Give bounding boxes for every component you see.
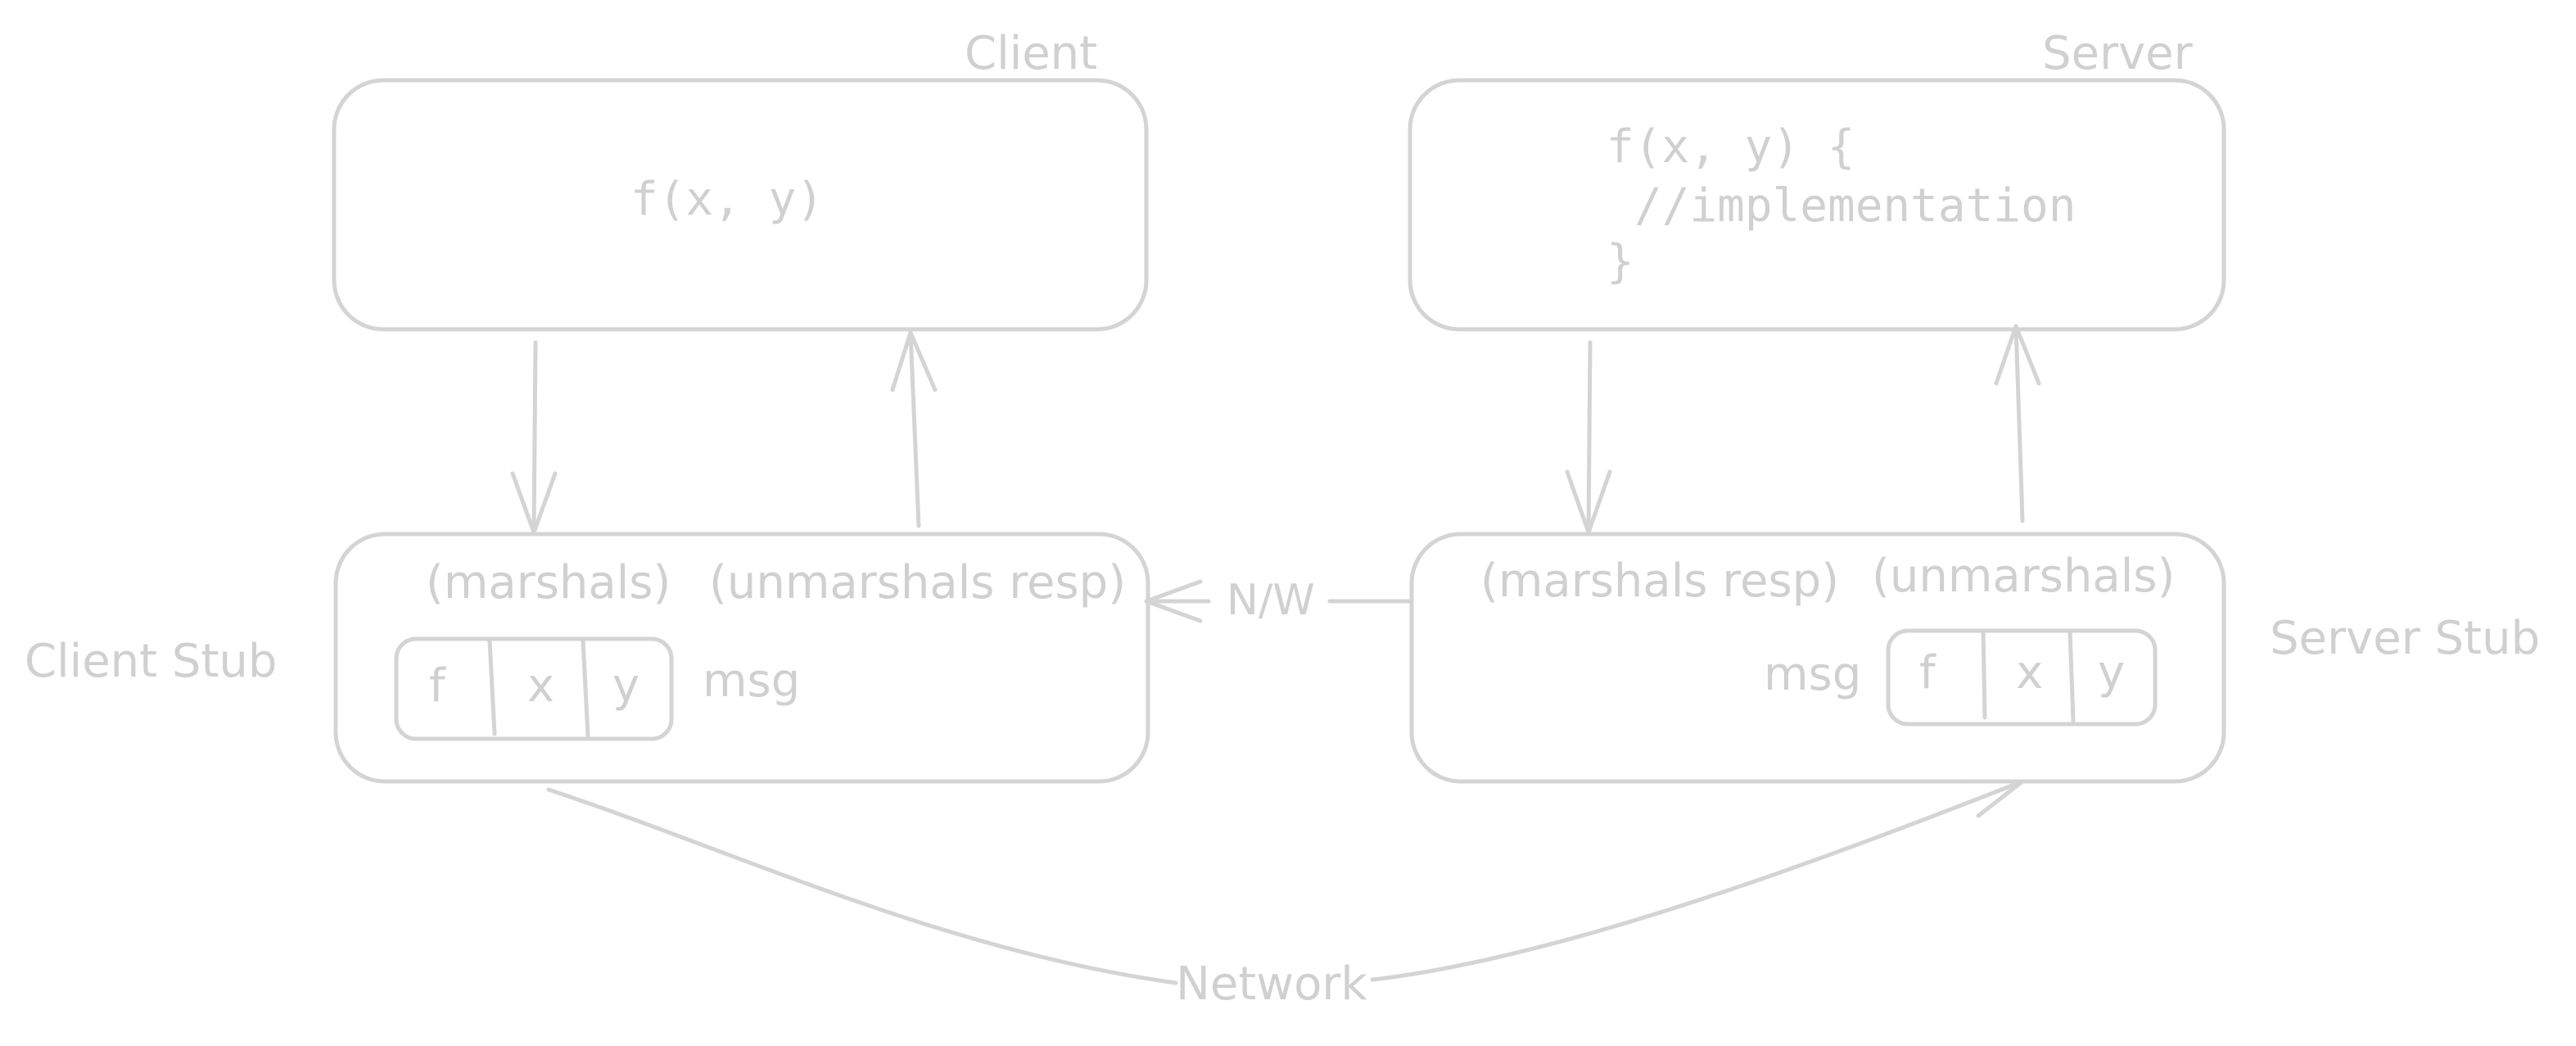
server-stub-box <box>1409 532 2226 784</box>
server-msg-cell-y: y <box>2098 646 2125 700</box>
stub-to-client-arrow <box>908 330 921 528</box>
server-code-line-3: } <box>1607 235 1634 288</box>
stub-to-server-arrow <box>2013 324 2025 523</box>
client-stub-unmarshals: (unmarshals resp) <box>709 556 1126 609</box>
server-msg-label: msg <box>1764 648 1861 701</box>
stub-to-server-arrowhead <box>1994 324 2041 386</box>
server-msg-cell-f: f <box>1919 646 1937 700</box>
network-curve-left <box>546 787 1178 985</box>
client-to-stub-arrow <box>531 340 538 535</box>
client-msg-divider-1 <box>487 638 497 736</box>
server-code-line-2: //implementation <box>1634 179 2076 233</box>
network-arrowhead <box>1959 779 2025 818</box>
stub-to-client-arrowhead <box>890 330 938 392</box>
server-msg-cell-x: x <box>2016 646 2043 700</box>
server-msg-divider-2 <box>2068 630 2076 723</box>
server-msg-divider-1 <box>1981 628 1987 720</box>
server-to-stub-arrow <box>1586 340 1593 535</box>
server-stub-unmarshals: (unmarshals) <box>1872 550 2175 603</box>
client-stub-marshals: (marshals) <box>426 556 671 609</box>
client-call-text: f(x, y) <box>630 173 824 226</box>
server-code-line-1: f(x, y) { <box>1607 120 1855 174</box>
client-msg-box <box>394 636 674 741</box>
server-msg-box <box>1886 628 2158 727</box>
client-msg-divider-2 <box>581 638 590 738</box>
server-stub-label: Server Stub <box>2270 612 2540 665</box>
nw-arrowhead <box>1144 579 1203 623</box>
server-title: Server <box>2042 27 2194 80</box>
client-box <box>332 78 1149 332</box>
server-stub-marshals: (marshals resp) <box>1480 555 1839 608</box>
client-msg-label: msg <box>703 654 800 708</box>
client-stub-box <box>333 532 1150 784</box>
server-box <box>1408 78 2226 332</box>
client-title: Client <box>965 27 1097 80</box>
client-msg-cell-y: y <box>612 659 639 713</box>
nw-label: N/W <box>1227 576 1315 625</box>
network-label: Network <box>1176 958 1367 1011</box>
client-stub-label: Client Stub <box>25 635 277 688</box>
network-curve-right <box>1370 779 2025 982</box>
client-msg-cell-f: f <box>429 659 446 713</box>
client-msg-cell-x: x <box>527 659 554 713</box>
